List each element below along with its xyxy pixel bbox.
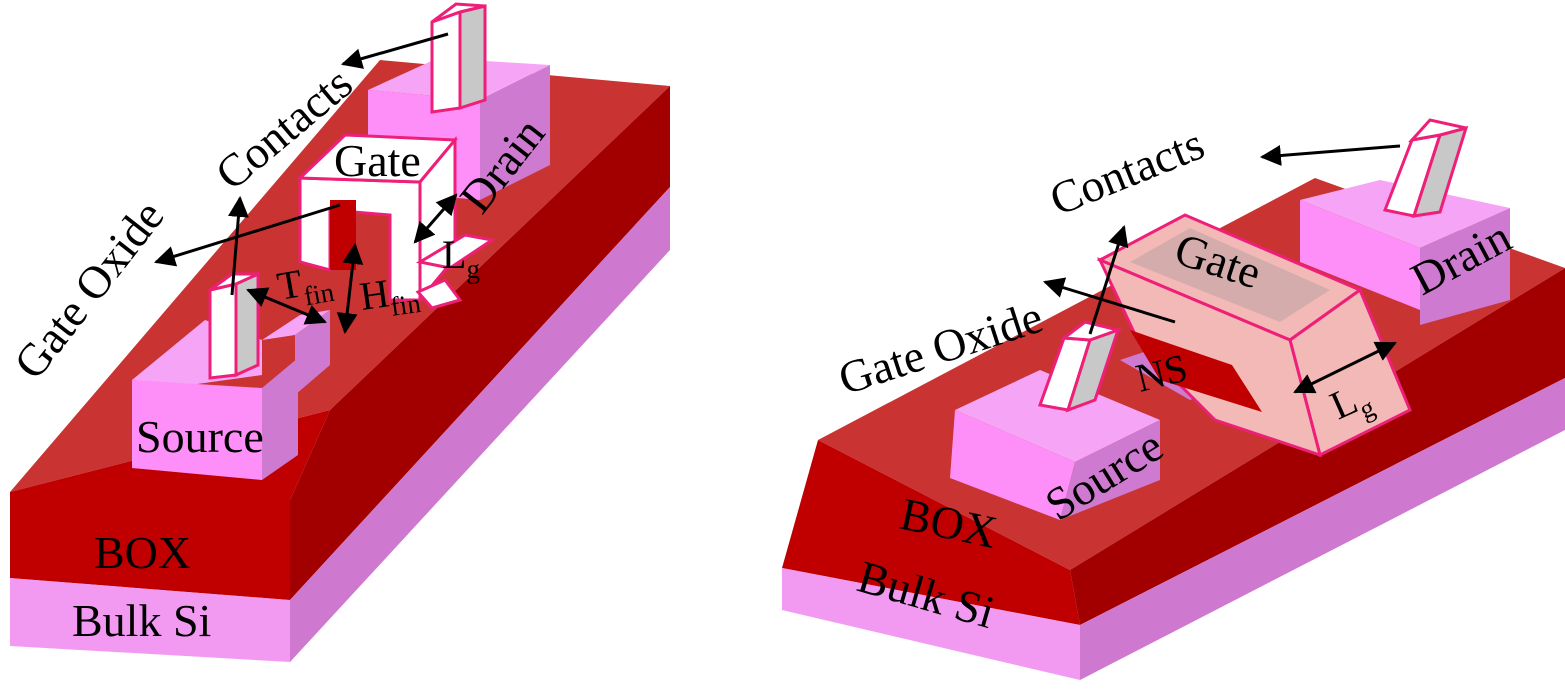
finfet-box-front-edge xyxy=(10,492,290,600)
finfet-tfin-sub: fin xyxy=(302,277,337,312)
nsfet-box-front xyxy=(782,440,1080,625)
nsfet-source-side xyxy=(1060,420,1160,520)
finfet-source-label: Source xyxy=(136,411,264,462)
finfet-source-contact-side xyxy=(234,271,260,378)
finfet-tfin-arrow xyxy=(246,287,327,325)
finfet-drain-contact xyxy=(430,9,462,114)
finfet-drain-pad-side xyxy=(480,65,550,200)
finfet-box-label: BOX xyxy=(94,527,191,578)
nsfet-drain-contact-top xyxy=(1407,118,1467,143)
finfet-hfin-label: Hfin xyxy=(357,266,423,326)
finfet-hfin-arrow xyxy=(336,242,364,335)
finfet-hfin-main: H xyxy=(357,270,392,319)
finfet-si-front xyxy=(10,578,290,662)
nsfet-gate-hole xyxy=(1130,330,1262,412)
nsfet-contacts-arrow xyxy=(1088,224,1129,335)
finfet-lg-sub: g xyxy=(466,254,480,284)
finfet-lg-label: Lg xyxy=(442,232,480,284)
nsfet-lg-arrow xyxy=(1293,341,1397,394)
finfet-box-side xyxy=(290,86,670,600)
nsfet-si-front xyxy=(782,568,1080,680)
nsfet-source-top xyxy=(955,370,1160,462)
finfet-lg-main: L xyxy=(442,232,466,277)
finfet-lg-arrow xyxy=(413,193,458,244)
nsfet-gate-top-shade xyxy=(1130,228,1330,322)
finfet-fin-side xyxy=(295,310,330,395)
finfet-drain-contact-side xyxy=(458,4,487,111)
finfet-contacts-arrow xyxy=(227,195,249,296)
finfet-device: Contacts Gate Drain Gate Oxide Tfin Hfin… xyxy=(4,2,670,662)
finfet-bulk-label: Bulk Si xyxy=(72,595,211,646)
finfet-gate-label: Gate xyxy=(334,135,421,186)
nsfet-contacts-arrow-top xyxy=(1259,144,1401,166)
finfet-source-side xyxy=(262,358,298,480)
nsfet-drain-side xyxy=(1420,208,1510,325)
finfet-gate-foot-low xyxy=(415,278,463,310)
finfet-gate-foot xyxy=(415,233,496,270)
nsfet-device: Contacts Gate Drain Gate Oxide NS Lg Sou… xyxy=(782,118,1565,680)
nsfet-source-front xyxy=(950,410,1075,520)
finfet-source-front xyxy=(132,380,262,480)
finfet-drain-contact-top xyxy=(431,2,486,24)
finfet-source-contact xyxy=(208,282,238,380)
nsfet-contacts-top-label: Contacts xyxy=(1043,118,1211,226)
finfet-si-side xyxy=(290,187,670,662)
finfet-hfin-sub: fin xyxy=(389,288,423,322)
nsfet-gate-oxide-arrow xyxy=(1042,277,1176,324)
nsfet-si-side xyxy=(1080,378,1565,680)
finfet-contacts-arrow-top xyxy=(340,32,449,69)
finfet-gate-oxide-arrow xyxy=(153,203,341,267)
nsfet-drain-front xyxy=(1300,200,1420,310)
